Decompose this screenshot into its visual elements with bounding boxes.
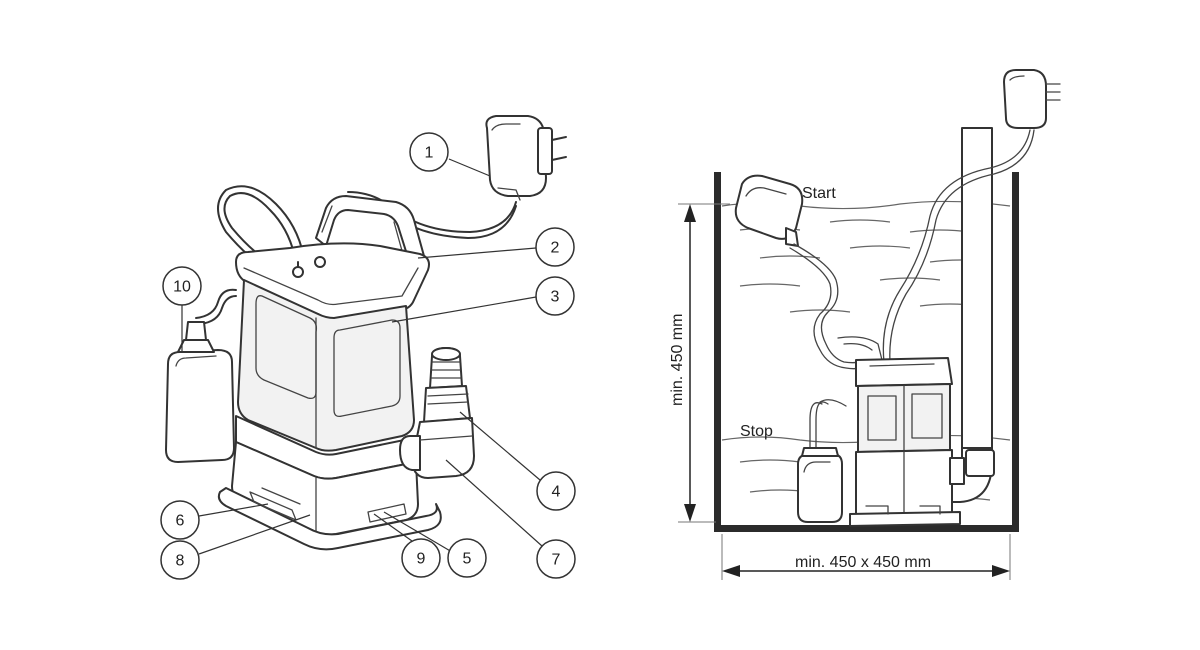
stop-label: Stop [740,423,773,440]
start-label: Start [802,185,836,202]
svg-text:2: 2 [551,240,560,257]
svg-text:7: 7 [552,552,561,569]
svg-text:5: 5 [463,551,472,568]
callout-9: 9 [373,513,441,578]
shaft-floor [714,525,1019,532]
callout-8: 8 [160,514,311,580]
height-label: min. 450 mm [669,314,686,406]
power-cable [347,191,517,233]
pump-housing [217,242,442,551]
callout-5: 5 [383,511,487,578]
shaft-right-wall [1012,172,1019,532]
svg-text:4: 4 [552,484,561,501]
svg-text:1: 1 [425,145,434,162]
callout-2: 2 [417,227,575,267]
power-plug [485,115,567,201]
callout-1: 1 [409,132,491,177]
width-label: min. 450 x 450 mm [795,554,931,571]
installation-pump [849,357,961,527]
outlet-connector [399,347,475,479]
callout-6: 6 [160,500,269,540]
height-dimension: min. 450 mm [669,203,730,523]
float-switch-stop [797,399,847,523]
width-dimension: min. 450 x 450 mm [721,534,1011,580]
svg-text:8: 8 [176,553,185,570]
callout-7: 7 [445,459,576,579]
svg-text:9: 9 [417,551,426,568]
float-cable-loop [223,192,297,263]
svg-text:10: 10 [173,279,191,296]
callout-10: 10 [162,266,202,352]
float-switch-start [734,174,804,247]
installation-plug [1003,69,1061,129]
callout-4: 4 [459,411,576,511]
svg-text:3: 3 [551,289,560,306]
float-switch-cable [793,243,867,364]
installation-power-cable [882,129,1031,363]
discharge-pipe [961,127,993,449]
pump-illustration: 1 2 3 4 5 6 7 [160,115,576,580]
svg-text:6: 6 [176,513,185,530]
installation-diagram: Start Stop min. 450 mm min. 450 x 450 mm [669,69,1061,580]
callout-3: 3 [391,276,575,323]
float-switch [165,288,237,463]
shaft-left-wall [714,172,721,532]
